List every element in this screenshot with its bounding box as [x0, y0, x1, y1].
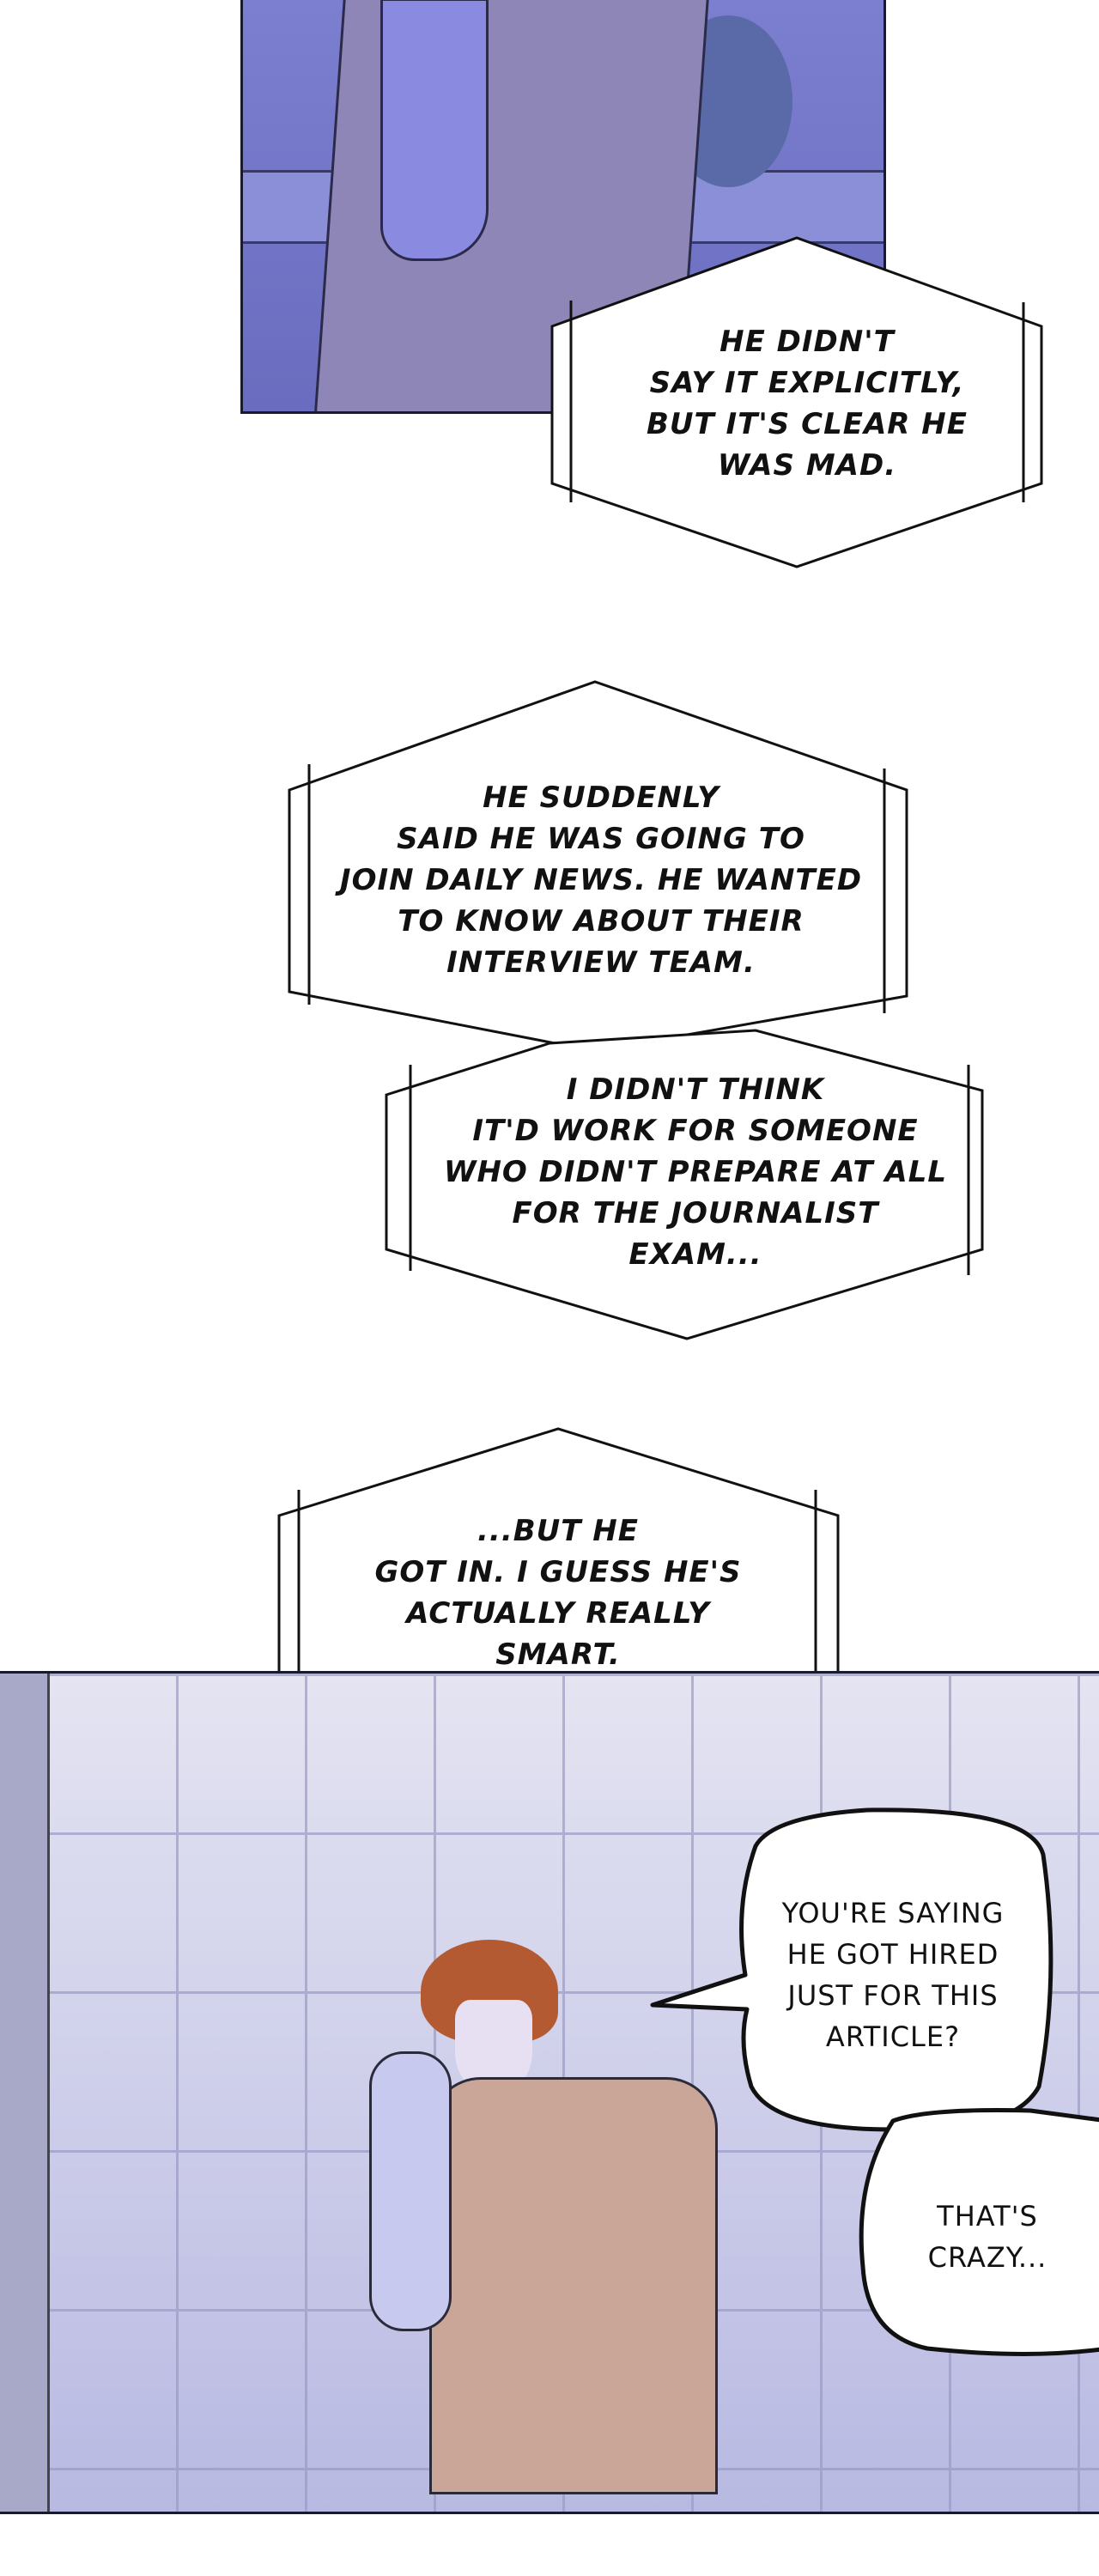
- speech-line: ARTICLE?: [825, 2020, 961, 2053]
- speech-bubble-2-outline: [859, 2108, 1099, 2356]
- character-shirt: [429, 2077, 718, 2494]
- caption-line: HE DIDN'T: [720, 325, 895, 359]
- character-arm: [369, 2051, 452, 2331]
- caption-line: SAY IT EXPLICITLY,: [649, 366, 965, 400]
- speech-line: JUST FOR THIS: [787, 1979, 999, 2012]
- caption-line: GOT IN. I GUESS HE'S: [374, 1555, 742, 1589]
- caption-box-3: I DIDN'T THINK IT'D WORK FOR SOMEONE WHO…: [429, 1060, 962, 1284]
- panel-top-illustration: [240, 0, 886, 414]
- speech-line: YOU'RE SAYING: [781, 1897, 1005, 1929]
- caption-line: WHO DIDN'T PREPARE AT ALL: [443, 1155, 948, 1189]
- caption-line: BUT IT'S CLEAR HE: [647, 407, 968, 441]
- character-sleeve: [380, 0, 489, 261]
- speech-line: HE GOT HIRED: [786, 1938, 999, 1971]
- left-doorway: [0, 1674, 50, 2512]
- caption-line: SMART.: [495, 1637, 621, 1672]
- speech-bubble-1-outline: [650, 1807, 1053, 2132]
- caption-box-2: HE SUDDENLY SAID HE WAS GOING TO JOIN DA…: [326, 769, 876, 992]
- caption-line: ...BUT HE: [477, 1514, 639, 1548]
- caption-line: SAID HE WAS GOING TO: [397, 822, 805, 856]
- caption-line: JOIN DAILY NEWS. HE WANTED: [339, 863, 863, 897]
- caption-line: TO KNOW ABOUT THEIR: [398, 904, 805, 939]
- speech-bubble-2: THAT'S CRAZY...: [893, 2181, 1082, 2293]
- caption-box-1: HE DIDN'T SAY IT EXPLICITLY, BUT IT'S CL…: [601, 309, 1013, 498]
- speech-bubble-1: YOU'RE SAYING HE GOT HIRED JUST FOR THIS…: [756, 1872, 1030, 2078]
- speech-line: THAT'S: [937, 2200, 1038, 2233]
- speech-line: CRAZY...: [927, 2241, 1047, 2274]
- caption-line: IT'D WORK FOR SOMEONE: [472, 1114, 919, 1148]
- caption-line: INTERVIEW TEAM.: [446, 945, 756, 980]
- caption-line: HE SUDDENLY: [483, 781, 720, 815]
- caption-line: ACTUALLY REALLY: [406, 1596, 710, 1631]
- caption-line: FOR THE JOURNALIST: [512, 1196, 879, 1230]
- caption-line: EXAM...: [628, 1237, 762, 1272]
- caption-line: I DIDN'T THINK: [566, 1072, 825, 1107]
- caption-line: WAS MAD.: [717, 448, 897, 483]
- caption-box-4: ...BUT HE GOT IN. I GUESS HE'S ACTUALLY …: [318, 1498, 798, 1687]
